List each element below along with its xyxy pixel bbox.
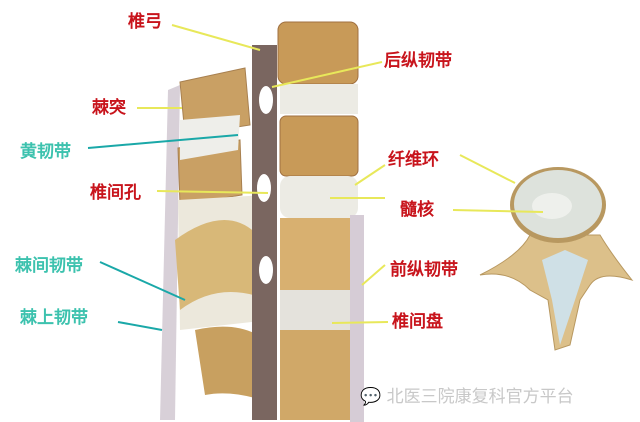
foramen-upper (259, 86, 273, 114)
disc-1 (280, 84, 358, 114)
label-interspinous-ligament: 棘间韧带 (15, 256, 83, 276)
label-spinous-process: 棘突 (92, 98, 126, 118)
anterior-ligament-shape (350, 215, 364, 422)
foramen-lower (259, 256, 273, 284)
leader-lines (137, 24, 544, 324)
label-annulus-fibrosus: 纤维环 (388, 150, 439, 170)
label-vertebral-arch: 椎弓 (128, 12, 162, 32)
label-intervertebral-foramen: 椎间孔 (90, 183, 141, 203)
vertebral-body-3 (280, 218, 360, 290)
label-supraspinous-ligament: 棘上韧带 (20, 308, 88, 328)
vertebral-body-1 (277, 21, 359, 85)
watermark-text: 北医三院康复科官方平台 (386, 387, 574, 407)
vertebral-body-4 (280, 330, 360, 420)
label-posterior-longitudinal-ligament: 后纵韧带 (384, 51, 452, 71)
label-ligamentum-flavum: 黄韧带 (20, 142, 71, 162)
teal-leader-lines (87, 134, 239, 331)
watermark: 💬 北医三院康复科官方平台 (360, 382, 574, 407)
label-intervertebral-disc: 椎间盘 (392, 312, 443, 332)
lamina-shape (175, 220, 268, 310)
supraspinous-ligament-shape (160, 85, 180, 420)
axial-nucleus (532, 193, 572, 219)
axial-ligament-shape (542, 250, 588, 345)
disc-2 (280, 176, 358, 218)
vertebral-body-2 (279, 115, 359, 177)
label-nucleus-pulposus: 髓核 (400, 200, 434, 220)
label-anterior-longitudinal-ligament: 前纵韧带 (390, 260, 458, 280)
lower-process-shape (195, 326, 265, 400)
disc-3 (280, 290, 360, 330)
foramen-middle (257, 174, 271, 202)
wechat-icon: 💬 (360, 387, 382, 407)
